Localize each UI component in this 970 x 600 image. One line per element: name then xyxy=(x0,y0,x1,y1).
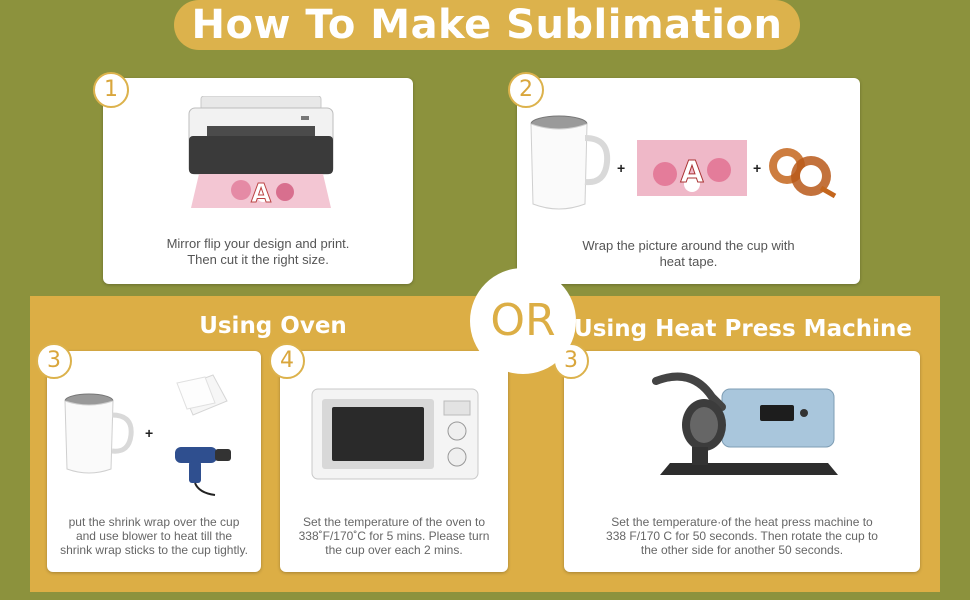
oven-step-3-number: 3 xyxy=(36,343,72,379)
oven-heading: Using Oven xyxy=(199,313,347,339)
press-step-3-caption: Set the temperature·of the heat press ma… xyxy=(606,515,878,557)
plus-icon: + xyxy=(753,160,762,176)
step-1-caption: Mirror flip your design and print. Then … xyxy=(166,236,350,267)
heat-gun-illustration xyxy=(175,447,231,496)
plus-icon: + xyxy=(145,425,154,441)
heat-tape-illustration xyxy=(769,148,837,199)
oven-step-3-caption: put the shrink wrap over the cup and use… xyxy=(60,515,248,557)
heat-press-illustration xyxy=(652,372,838,475)
print-letter: A xyxy=(251,179,271,209)
step-2-caption: Wrap the picture around the cup with hea… xyxy=(582,238,795,269)
design-letter: A xyxy=(680,155,704,190)
or-divider: OR xyxy=(470,268,576,374)
press-heading: Using Heat Press Machine xyxy=(574,316,912,342)
microwave-illustration xyxy=(311,388,479,480)
step-1-number: 1 xyxy=(93,72,129,108)
oven-step-4-number: 4 xyxy=(269,343,305,379)
page-title: How To Make Sublimation xyxy=(174,0,800,50)
step-1-card: A Mirror flip your design and print. The… xyxy=(103,78,413,284)
step-2-card: + A + Wrap the picture around the cup wi… xyxy=(517,78,860,284)
press-step-3-card: Set the temperature·of the heat press ma… xyxy=(564,351,920,572)
press-step-3-number: 3 xyxy=(553,343,589,379)
oven-step-4-card: Set the temperature of the oven to 338˚F… xyxy=(280,351,508,572)
shrink-wrap-illustration xyxy=(176,374,228,416)
plus-icon: + xyxy=(617,160,626,176)
printer-illustration: A xyxy=(188,96,334,210)
oven-step-3-card: + put the shrink wrap over the cup and u… xyxy=(47,351,261,572)
oven-step-4-caption: Set the temperature of the oven to 338˚F… xyxy=(298,515,490,557)
mug-illustration xyxy=(530,115,611,210)
mug-illustration xyxy=(64,393,134,474)
design-print-illustration: A xyxy=(637,140,747,196)
step-2-number: 2 xyxy=(508,72,544,108)
